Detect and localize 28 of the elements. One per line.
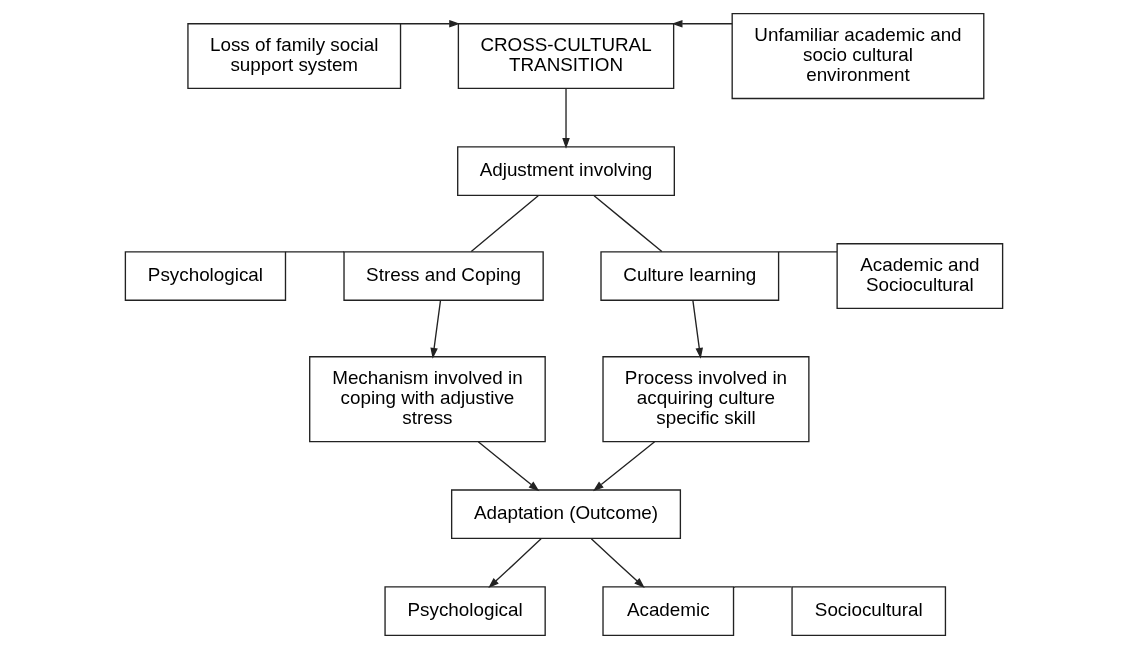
connector bbox=[285, 251, 345, 253]
arrow bbox=[430, 299, 442, 359]
node-box: Adaptation (Outcome) bbox=[450, 489, 682, 540]
node-box: CROSS-CULTURAL TRANSITION bbox=[457, 23, 675, 90]
arrow bbox=[488, 538, 542, 589]
arrow bbox=[592, 441, 656, 492]
node-box: Academic and Sociocultural bbox=[836, 243, 1004, 310]
arrow bbox=[562, 88, 570, 149]
connector bbox=[593, 195, 663, 253]
node-box: Adjustment involving bbox=[457, 146, 675, 196]
node-box: Loss of family social support system bbox=[187, 23, 402, 90]
node-box: Sociocultural bbox=[791, 586, 947, 636]
node-box: Psychological bbox=[124, 251, 287, 301]
connector bbox=[733, 586, 793, 588]
node-box: Mechanism involved in coping with adjustive stress bbox=[309, 356, 546, 443]
connector bbox=[778, 251, 838, 253]
node-box: Culture learning bbox=[600, 251, 780, 301]
node-box: Process involved in acquiring culture specific skill bbox=[602, 356, 810, 443]
node-box: Unfamiliar academic and socio cultural environment bbox=[731, 13, 985, 100]
node-box: Psychological bbox=[384, 586, 546, 636]
connector bbox=[470, 195, 539, 253]
arrow bbox=[477, 441, 540, 492]
arrow bbox=[671, 20, 733, 28]
arrow bbox=[399, 20, 460, 28]
arrow bbox=[590, 538, 645, 589]
arrow bbox=[692, 299, 703, 359]
node-box: Academic bbox=[602, 586, 735, 636]
node-box: Stress and Coping bbox=[343, 251, 544, 301]
